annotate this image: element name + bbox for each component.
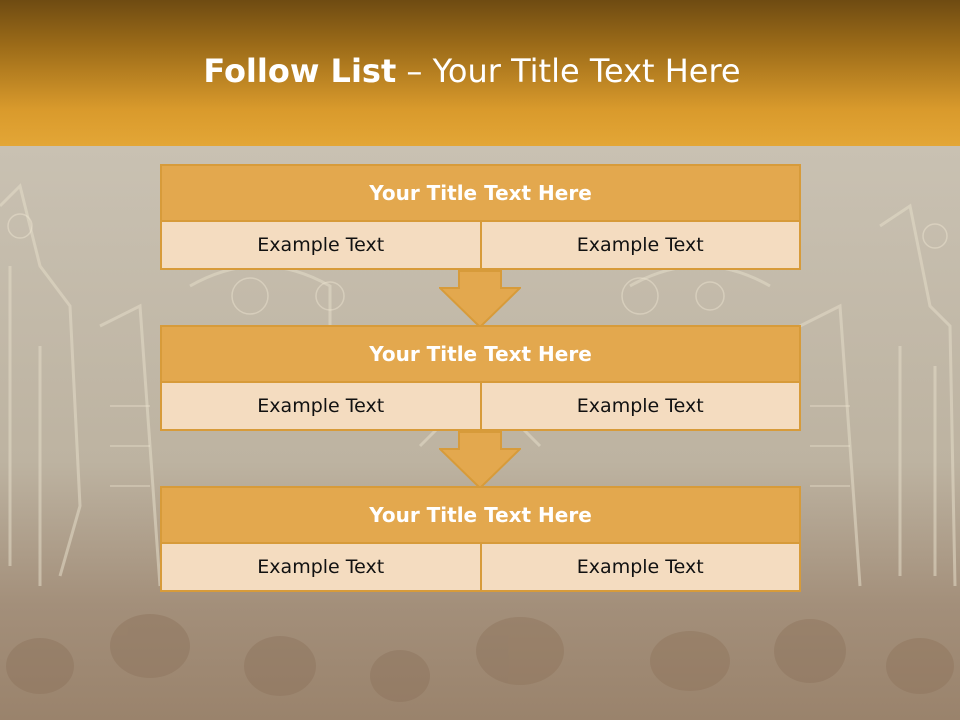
step-3-title: Your Title Text Here bbox=[162, 488, 799, 544]
step-2-right-text: Example Text bbox=[479, 383, 799, 429]
step-1-box: Your Title Text Here Example Text Exampl… bbox=[160, 164, 801, 270]
step-1-left-text: Example Text bbox=[162, 222, 480, 268]
slide-title-bold: Follow List bbox=[203, 52, 397, 90]
slide-title-rest: – Your Title Text Here bbox=[406, 52, 741, 90]
step-3-right-text: Example Text bbox=[479, 544, 799, 590]
header-band bbox=[0, 0, 960, 146]
down-arrow-icon bbox=[439, 431, 521, 489]
step-2-row: Example Text Example Text bbox=[162, 383, 799, 429]
step-1-row: Example Text Example Text bbox=[162, 222, 799, 268]
step-3-row: Example Text Example Text bbox=[162, 544, 799, 590]
slide-title: Follow List – Your Title Text Here bbox=[0, 52, 944, 90]
down-arrow-icon bbox=[439, 270, 521, 328]
step-1-title: Your Title Text Here bbox=[162, 166, 799, 222]
step-2-box: Your Title Text Here Example Text Exampl… bbox=[160, 325, 801, 431]
step-3-box: Your Title Text Here Example Text Exampl… bbox=[160, 486, 801, 592]
step-2-left-text: Example Text bbox=[162, 383, 480, 429]
step-1-right-text: Example Text bbox=[479, 222, 799, 268]
illuminated-arches-illustration bbox=[0, 183, 957, 702]
step-2-title: Your Title Text Here bbox=[162, 327, 799, 383]
step-3-left-text: Example Text bbox=[162, 544, 480, 590]
